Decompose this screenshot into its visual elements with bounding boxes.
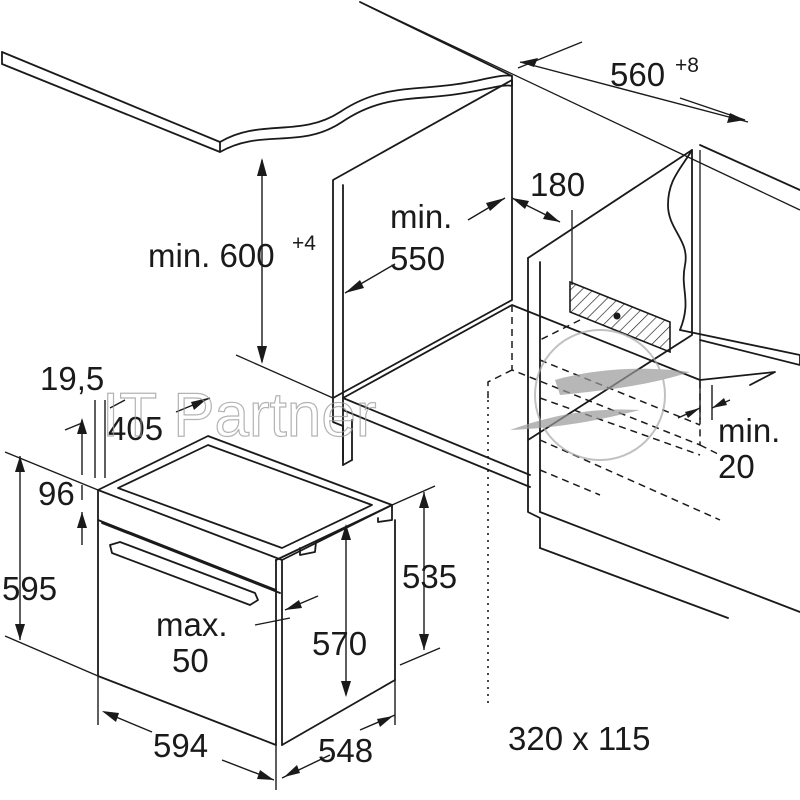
worktop (1, 1, 800, 211)
dim-96: 96 (38, 475, 75, 512)
dim-min20-line2: 20 (718, 448, 755, 485)
watermark-logo-icon (510, 329, 690, 461)
dim-max50-line2: 50 (172, 642, 209, 679)
dim-595: 595 (2, 570, 57, 607)
oven (97, 435, 396, 746)
dim-594: 594 (153, 727, 208, 764)
dim-min600-sup: +4 (292, 232, 316, 255)
dimension-lines (4, 41, 749, 790)
left-cabinet-panel (332, 79, 513, 466)
dim-min550-line1: min. (390, 198, 452, 235)
dim-570: 570 (312, 625, 367, 662)
vent-opening (569, 210, 671, 354)
dim-560-sup: +8 (675, 54, 699, 77)
hidden-lines (487, 305, 721, 705)
labels: 560 +8 180 min. 550 min. 600 +4 19,5 405… (2, 54, 780, 769)
dim-180: 180 (530, 166, 585, 203)
dim-405: 405 (108, 410, 163, 447)
dim-min600: min. 600 (148, 237, 275, 274)
dim-min550-line2: 550 (390, 240, 445, 277)
dim-548: 548 (318, 732, 373, 769)
dim-max50-line1: max. (156, 606, 228, 643)
dim-560: 560 (610, 56, 665, 93)
dim-535: 535 (402, 558, 457, 595)
watermark-text: IT Partner (102, 381, 377, 450)
dim-19-5: 19,5 (40, 360, 104, 397)
dim-320x115: 320 x 115 (508, 720, 651, 757)
dim-min20-line1: min. (718, 412, 780, 449)
